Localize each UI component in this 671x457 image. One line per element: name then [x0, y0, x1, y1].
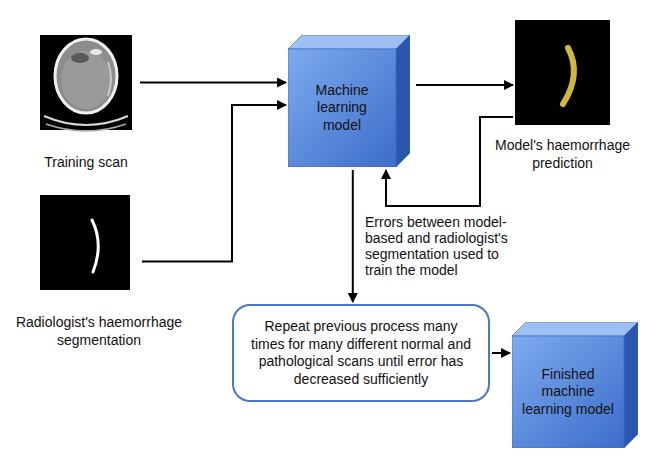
- cube-side-face: [624, 322, 638, 448]
- segmentation-image: [40, 195, 130, 290]
- sinus: [71, 53, 89, 63]
- skull: [55, 39, 117, 113]
- bleed-shadow: [108, 62, 111, 96]
- flow-arrow: [416, 84, 513, 86]
- scan-image-node: Training scan: [40, 35, 132, 130]
- cube-label: Machine learning model: [302, 82, 382, 135]
- process-text: Repeat previous process many times for m…: [248, 318, 474, 388]
- image-caption: Radiologist's haemorrhage segmentation: [8, 314, 190, 349]
- finished-model-cube: Finished machine learning model: [512, 322, 638, 448]
- flow-arrow: [492, 352, 510, 354]
- cube-label: Finished machine learning model: [516, 366, 620, 419]
- image-caption: Model's haemorrhage prediction: [493, 137, 633, 172]
- caption-block: Training scan: [21, 154, 151, 172]
- bone-fragment: [90, 49, 102, 55]
- prediction-background: [515, 20, 610, 125]
- model-cube: Machine learning model: [288, 35, 410, 167]
- prediction-image-node: Model's haemorrhage prediction: [515, 20, 610, 125]
- ct-scan-image: [40, 35, 132, 131]
- prediction-image: [515, 20, 610, 125]
- caption-block: Model's haemorrhage prediction: [493, 137, 633, 172]
- segmentation-image-node: Radiologist's haemorrhage segmentation: [40, 195, 130, 290]
- flow-arrow: [140, 82, 286, 84]
- cube-label-block: Finished machine learning model: [516, 366, 620, 419]
- edge-label: Errors between model-based and radiologi…: [365, 214, 515, 278]
- haemorrhage-mask: [92, 220, 98, 272]
- flow-arrow: [352, 170, 354, 302]
- scan-background: [40, 35, 132, 130]
- cube-top-face: [512, 322, 638, 336]
- cube-front-face: [288, 49, 396, 167]
- scanner-table: [44, 116, 128, 125]
- cube-label-block: Machine learning model: [302, 82, 382, 135]
- flow-arrow: [142, 105, 286, 262]
- cube-top-face: [288, 35, 410, 49]
- scanner-table: [46, 124, 126, 131]
- brain: [61, 51, 111, 109]
- process-box: Repeat previous process many times for m…: [232, 304, 490, 402]
- segmentation-background: [40, 195, 130, 290]
- caption-block: Radiologist's haemorrhage segmentation: [8, 314, 190, 349]
- cube-front-face: [512, 336, 624, 448]
- cube-side-face: [396, 35, 410, 167]
- image-caption: Training scan: [21, 154, 151, 172]
- predicted-haemorrhage: [563, 48, 574, 104]
